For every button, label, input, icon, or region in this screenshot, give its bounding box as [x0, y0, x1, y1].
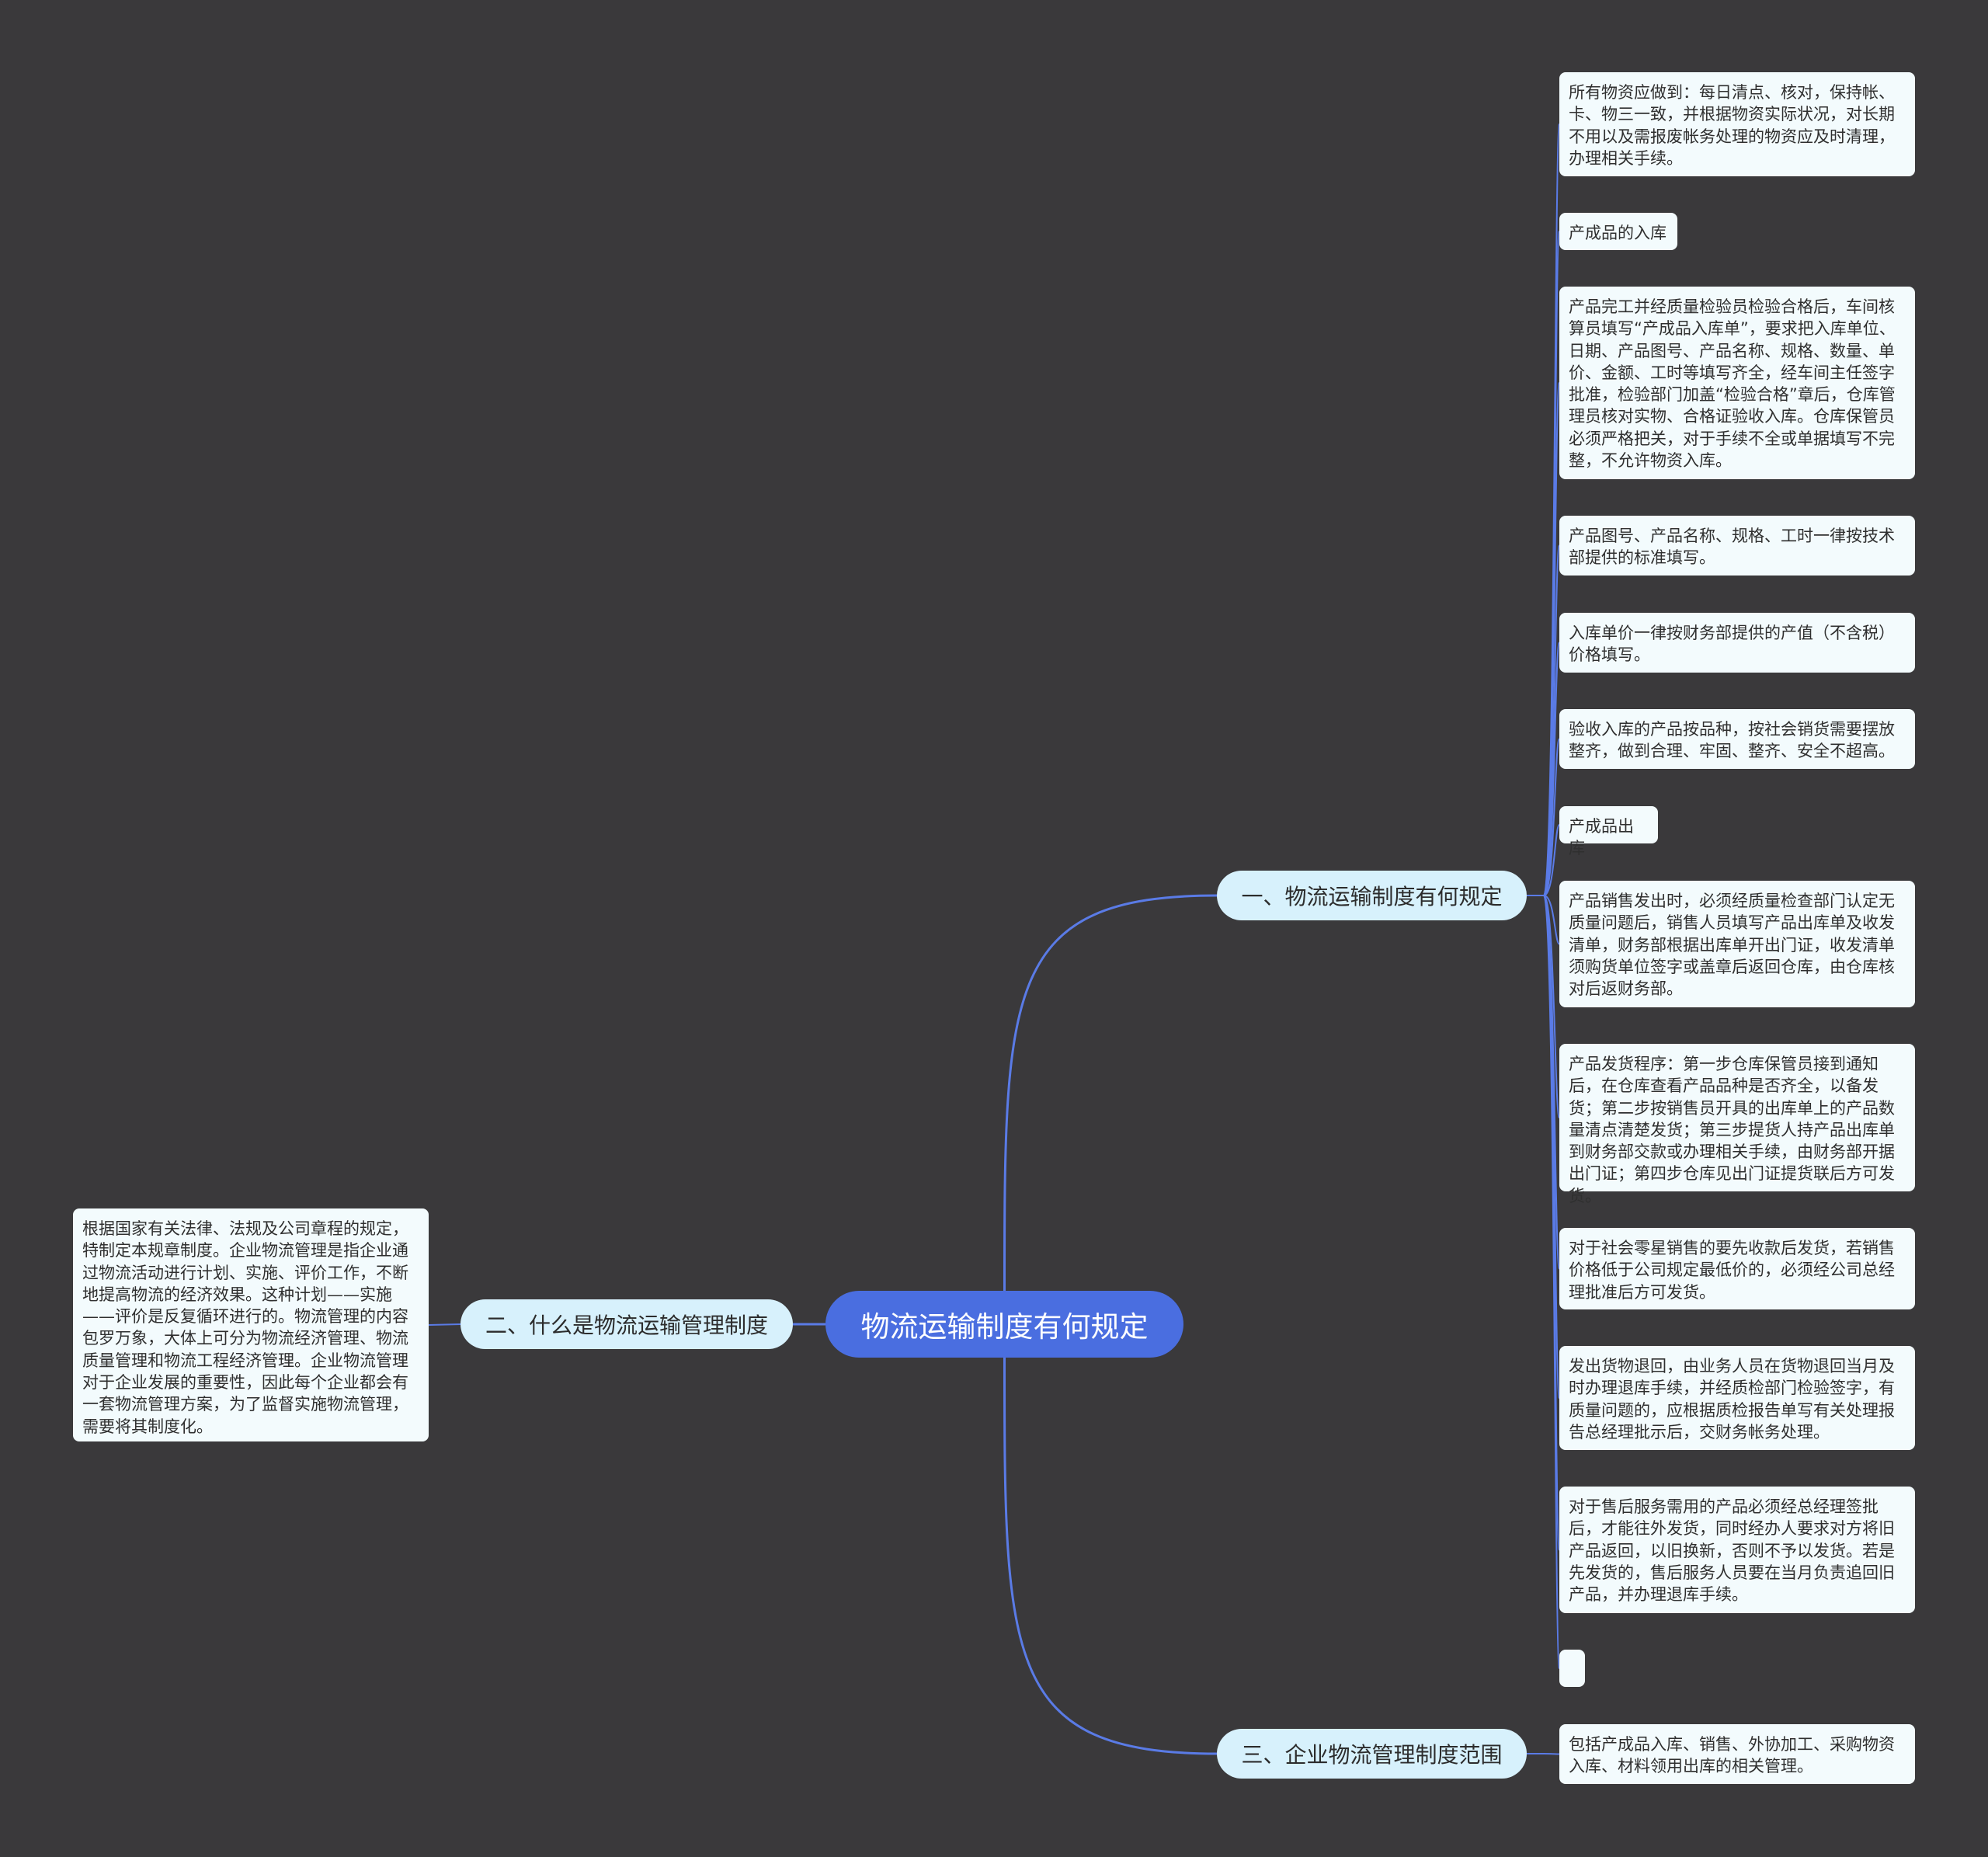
connector-line — [1527, 895, 1560, 1118]
branch-node-1[interactable]: 一、物流运输制度有何规定 — [1217, 871, 1527, 920]
connector-line — [1527, 895, 1560, 1399]
leaf-node[interactable]: 产品发货程序：第一步仓库保管员接到通知后，在仓库查看产品品种是否齐全，以备发货；… — [1559, 1044, 1915, 1205]
leaf-node[interactable]: 产品完工并经质量检验员检验合格后，车间核算员填写“产成品入库单”，要求把入库单位… — [1559, 287, 1915, 479]
leaf-node[interactable]: 对于社会零星销售的要先收款后发货，若销售价格低于公司规定最低价的，必须经公司总经… — [1559, 1228, 1915, 1309]
leaf-node[interactable]: 产成品出库 — [1559, 806, 1658, 857]
leaf-node[interactable]: 产品销售发出时，必须经质量检查部门认定无质量问题后，销售人员填写产品出库单及收发… — [1559, 881, 1915, 1007]
connector-line — [1527, 738, 1560, 896]
connector-line — [1527, 123, 1560, 896]
leaf-node[interactable]: 包括产成品入库、销售、外协加工、采购物资入库、材料领用出库的相关管理。 — [1559, 1724, 1915, 1784]
leaf-node[interactable]: 验收入库的产品按品种，按社会销货需要摆放整齐，做到合理、牢固、整齐、安全不超高。 — [1559, 709, 1915, 769]
branch-node-3[interactable]: 三、企业物流管理制度范围 — [1217, 1729, 1527, 1779]
connector-line — [1527, 642, 1560, 896]
connector-line — [1527, 544, 1560, 896]
root-node[interactable]: 物流运输制度有何规定 — [825, 1291, 1183, 1358]
connector-line — [428, 1323, 461, 1326]
leaf-node[interactable]: 发出货物退回，由业务人员在货物退回当月及时办理退库手续，并经质检部门检验签字，有… — [1559, 1346, 1915, 1450]
connector-line — [1527, 824, 1560, 896]
connector-line — [1527, 895, 1560, 1551]
leaf-node[interactable]: 入库单价一律按财务部提供的产值（不含税）价格填写。 — [1559, 613, 1915, 673]
connector-line — [1527, 382, 1560, 896]
leaf-node[interactable]: 产品图号、产品名称、规格、工时一律按技术部提供的标准填写。 — [1559, 516, 1915, 576]
connector-line — [1527, 895, 1560, 1669]
connector-line — [1003, 894, 1218, 1292]
leaf-node[interactable]: 所有物资应做到：每日清点、核对，保持帐、卡、物三一致，并根据物资实际状况，对长期… — [1559, 72, 1915, 176]
leaf-node[interactable]: 对于售后服务需用的产品必须经总经理签批后，才能往外发货，同时经办人要求对方将旧产… — [1559, 1487, 1915, 1613]
leaf-node[interactable]: 产成品的入库 — [1559, 213, 1677, 250]
leaf-node-empty[interactable] — [1559, 1650, 1585, 1687]
branch-node-2[interactable]: 二、什么是物流运输管理制度 — [461, 1299, 793, 1349]
connector-line — [1003, 1357, 1218, 1755]
connector-line — [1527, 231, 1560, 896]
connector-line — [1527, 895, 1560, 1270]
leaf-node[interactable]: 根据国家有关法律、法规及公司章程的规定，特制定本规章制度。企业物流管理是指企业通… — [73, 1208, 429, 1441]
connector-line — [1527, 895, 1560, 945]
